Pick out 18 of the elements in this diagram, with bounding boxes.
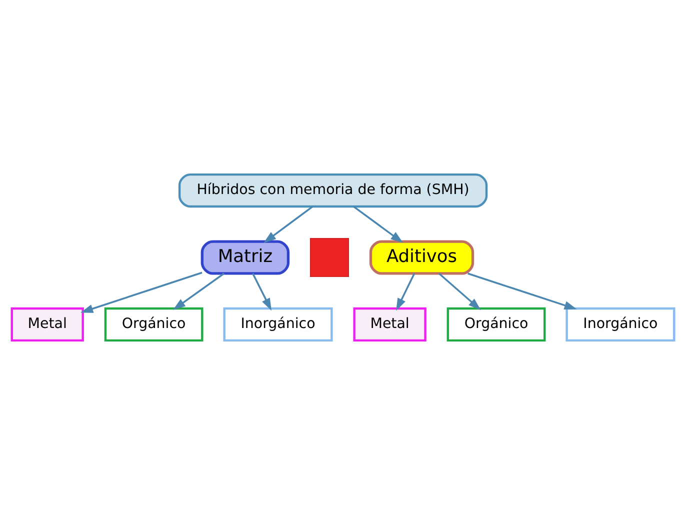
node-box: Matriz: [200, 240, 290, 275]
arrow: [80, 272, 202, 313]
arrow: [438, 272, 481, 310]
arrow: [353, 206, 404, 243]
node-box: Metal: [10, 307, 84, 342]
node-box: Inorgánico: [566, 307, 676, 342]
node-plus: [310, 238, 349, 278]
arrow: [468, 272, 577, 310]
arrow: [252, 273, 272, 311]
node-box: Inorgánico: [223, 307, 333, 342]
arrow: [173, 272, 224, 310]
node-box: Orgánico: [104, 307, 204, 342]
node-box: Metal: [353, 307, 426, 342]
arrow: [396, 273, 416, 311]
node-box: Orgánico: [446, 307, 546, 342]
node-box: Híbridos con memoria de forma (SMH): [178, 173, 488, 208]
arrow: [264, 206, 314, 243]
node-box: Aditivos: [369, 240, 474, 275]
